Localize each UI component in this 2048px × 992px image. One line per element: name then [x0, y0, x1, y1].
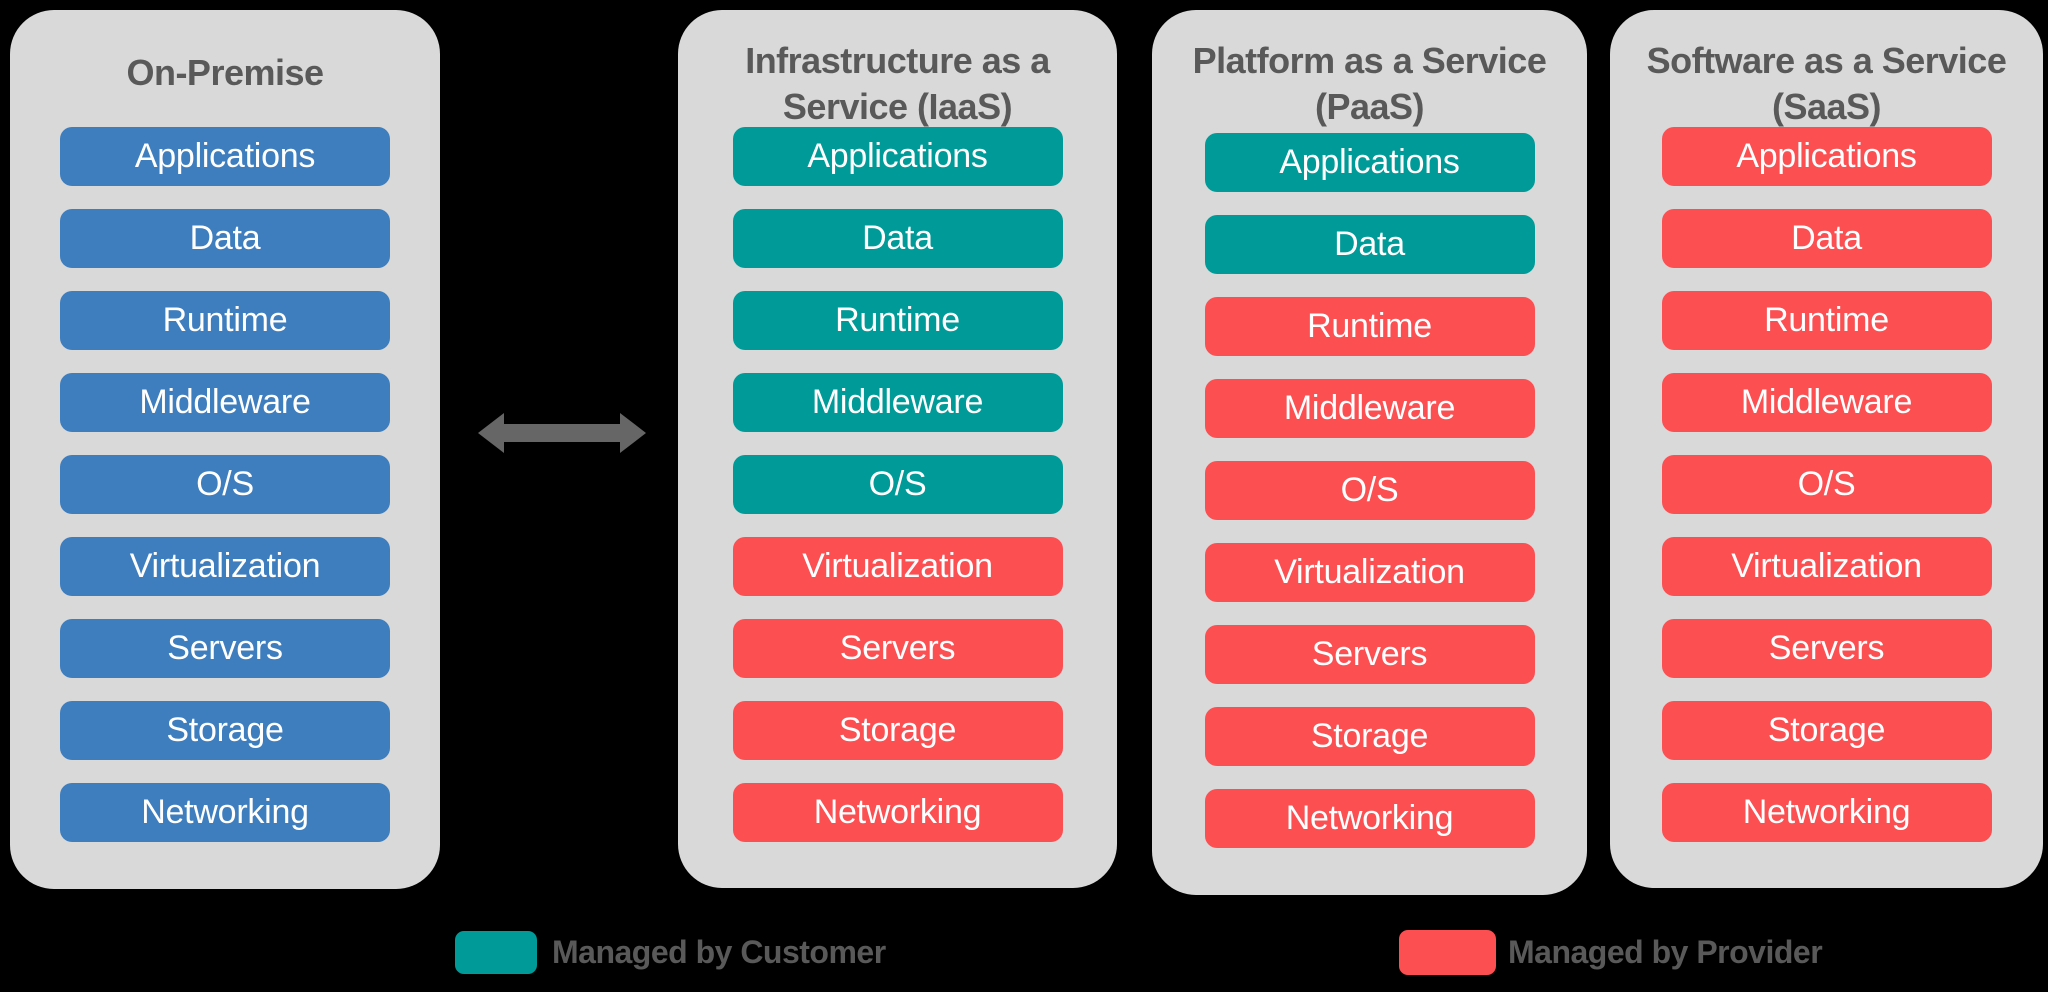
legend-label-managed-by-provider: Managed by Provider — [1508, 934, 1823, 970]
legend-label-managed-by-customer: Managed by Customer — [552, 934, 886, 970]
stack-item-virtualization: Virtualization — [1661, 537, 1992, 596]
stack-item-label: Middleware — [811, 383, 984, 421]
stack-item-servers: Servers — [1204, 625, 1535, 684]
stack-item-servers: Servers — [732, 619, 1063, 678]
bidirectional-arrow-icon — [478, 413, 646, 453]
stack-item-label: Data — [1791, 219, 1862, 257]
stack-item-applications: Applications — [1661, 127, 1992, 186]
stack-item-label: O/S — [1340, 471, 1399, 509]
stack-item-data: Data — [60, 209, 390, 268]
stack-item-data: Data — [1661, 209, 1992, 268]
stack-item-storage: Storage — [1204, 707, 1535, 766]
stack-item-storage: Storage — [60, 701, 390, 760]
stack-item-storage: Storage — [1661, 701, 1992, 760]
stack-item-label: Runtime — [162, 301, 288, 339]
stack-item-runtime: Runtime — [1204, 297, 1535, 356]
stack-item-label: Virtualization — [129, 547, 321, 585]
stack-item-middleware: Middleware — [60, 373, 390, 432]
stack-item-label: Runtime — [1307, 307, 1432, 345]
stack-item-label: Data — [189, 219, 261, 257]
service-model-card-iaas: Infrastructure as a Service (IaaS)Applic… — [678, 10, 1117, 888]
stack-item-label: Runtime — [835, 301, 960, 339]
stack-item-servers: Servers — [60, 619, 390, 678]
card-title-paas: Platform as a Service (PaaS) — [1192, 40, 1547, 127]
card-title-saas: Software as a Service (SaaS) — [1646, 40, 2007, 127]
stack-item-label: O/S — [1797, 465, 1856, 503]
stack-item-middleware: Middleware — [732, 373, 1063, 432]
stack-item-label: Virtualization — [1274, 553, 1465, 591]
stack-item-label: Applications — [1736, 137, 1917, 175]
stack-item-o-s: O/S — [60, 455, 390, 514]
stack-item-label: Runtime — [1764, 301, 1889, 339]
stack-item-networking: Networking — [732, 783, 1063, 842]
stack-item-label: Networking — [1742, 793, 1911, 831]
stack-item-runtime: Runtime — [60, 291, 390, 350]
stack-item-label: O/S — [196, 465, 254, 503]
stack-item-label: Servers — [167, 629, 283, 667]
stack-item-label: Storage — [1767, 711, 1886, 749]
stack-item-label: Networking — [141, 793, 309, 831]
stack-item-storage: Storage — [732, 701, 1063, 760]
legend-swatch-managed-by-customer — [455, 931, 537, 974]
stack-item-label: O/S — [868, 465, 927, 503]
stack-item-label: Data — [862, 219, 933, 257]
stack-item-label: Virtualization — [1731, 547, 1922, 585]
stack-item-label: Networking — [1285, 799, 1454, 837]
stack-item-virtualization: Virtualization — [1204, 543, 1535, 602]
stack-item-label: Data — [1334, 225, 1405, 263]
stack-item-label: Servers — [839, 629, 956, 667]
stack-item-runtime: Runtime — [732, 291, 1063, 350]
stack-item-o-s: O/S — [1204, 461, 1535, 520]
stack-item-label: Applications — [1279, 143, 1460, 181]
stack-item-applications: Applications — [732, 127, 1063, 186]
stack-item-data: Data — [1204, 215, 1535, 274]
stack-item-runtime: Runtime — [1661, 291, 1992, 350]
stack-item-servers: Servers — [1661, 619, 1992, 678]
stack-item-applications: Applications — [1204, 133, 1535, 192]
stack-item-middleware: Middleware — [1661, 373, 1992, 432]
stack-item-middleware: Middleware — [1204, 379, 1535, 438]
stack-item-networking: Networking — [1661, 783, 1992, 842]
stack-item-label: Storage — [838, 711, 957, 749]
stack-item-virtualization: Virtualization — [732, 537, 1063, 596]
stack-item-label: Storage — [166, 711, 284, 749]
stack-item-label: Applications — [134, 137, 316, 175]
stack-item-applications: Applications — [60, 127, 390, 186]
card-title-iaas: Infrastructure as a Service (IaaS) — [745, 40, 1050, 127]
stack-item-label: Servers — [1768, 629, 1885, 667]
stack-item-label: Virtualization — [802, 547, 993, 585]
stack-item-o-s: O/S — [1661, 455, 1992, 514]
stack-item-label: Middleware — [139, 383, 311, 421]
service-model-card-paas: Platform as a Service (PaaS)Applications… — [1152, 10, 1587, 895]
stack-item-virtualization: Virtualization — [60, 537, 390, 596]
service-model-card-saas: Software as a Service (SaaS)Applications… — [1610, 10, 2043, 888]
stack-item-networking: Networking — [60, 783, 390, 842]
stack-item-label: Middleware — [1740, 383, 1913, 421]
card-title-on-premise: On-Premise — [126, 52, 324, 93]
stack-item-o-s: O/S — [732, 455, 1063, 514]
stack-item-data: Data — [732, 209, 1063, 268]
legend-swatch-managed-by-provider — [1399, 930, 1496, 975]
stack-item-label: Applications — [807, 137, 988, 175]
stack-item-label: Servers — [1311, 635, 1428, 673]
stack-item-networking: Networking — [1204, 789, 1535, 848]
stack-item-label: Networking — [813, 793, 982, 831]
stack-item-label: Middleware — [1283, 389, 1456, 427]
stack-item-label: Storage — [1310, 717, 1429, 755]
